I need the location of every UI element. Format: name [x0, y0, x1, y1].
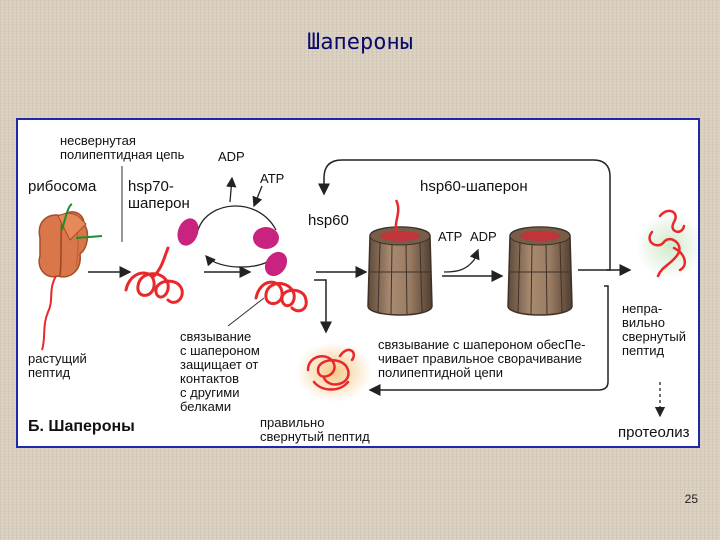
hsp60-barrel-1: [367, 226, 433, 316]
label-hsp60-chaperone: hsp60-шаперон: [420, 178, 528, 195]
label-ribosome: рибосома: [28, 178, 97, 195]
chaperone-diagram: несвернутая полипептидная цепь рибосома …: [16, 118, 700, 448]
pointer-binding-protects: [227, 297, 265, 327]
diagram-caption: Б. Шапероны: [28, 418, 135, 435]
ribosome: [38, 211, 89, 278]
label-binding-protects: связывание с шапероном защищает от конта…: [180, 329, 260, 414]
arrow-atp-in: [252, 185, 263, 208]
arrow-return-to-folded: [368, 285, 609, 396]
chain-with-hsp70: [254, 280, 308, 313]
label-growing-peptide: растущий пептид: [28, 351, 87, 380]
label-misfolded: непра- вильно свернутый пептид: [622, 301, 686, 358]
unfolded-chain-1: [124, 246, 184, 304]
page-number: 25: [684, 492, 698, 506]
label-adp-mid: ADP: [470, 229, 497, 244]
arrow-to-folded-from-hsp70: [314, 279, 332, 334]
chain-entering-barrel: [394, 199, 400, 233]
label-hsp70: hsp70- шаперон: [128, 178, 190, 212]
hsp70-molecule-free: [177, 218, 199, 246]
hsp70-cycle-return: [205, 255, 271, 268]
diagram-graphics: [38, 159, 698, 418]
hsp70-molecule-cycle: [253, 227, 279, 249]
label-binding-ensures: связывание с шапероном обесПе- чивает пр…: [378, 337, 586, 380]
label-hsp60: hsp60: [308, 212, 349, 229]
hsp70-bound-1: [264, 251, 288, 277]
label-adp-top: ADP: [218, 149, 245, 164]
feedback-loop-top: [318, 159, 611, 271]
mrna-strand: [61, 203, 103, 239]
label-correctly-folded: правильно свернутый пептид: [260, 415, 370, 444]
label-atp-top: ATP: [260, 171, 285, 186]
label-unfolded-chain: несвернутая полипептидная цепь: [60, 133, 185, 162]
label-atp-mid: ATP: [438, 229, 463, 244]
hsp60-barrel-2: [507, 226, 573, 316]
barrel-atp-adp-curve: [443, 248, 480, 273]
misfolded-glow: [636, 212, 698, 280]
correctly-folded-peptide: [306, 348, 356, 391]
label-proteolysis: протеолиз: [618, 424, 690, 441]
arrow-adp-release: [226, 176, 237, 203]
growing-peptide-chain: [41, 275, 57, 351]
misfolded-peptide: [648, 209, 687, 278]
slide-title: Шапероны: [307, 30, 413, 55]
hsp70-cycle-arc: [197, 205, 277, 231]
